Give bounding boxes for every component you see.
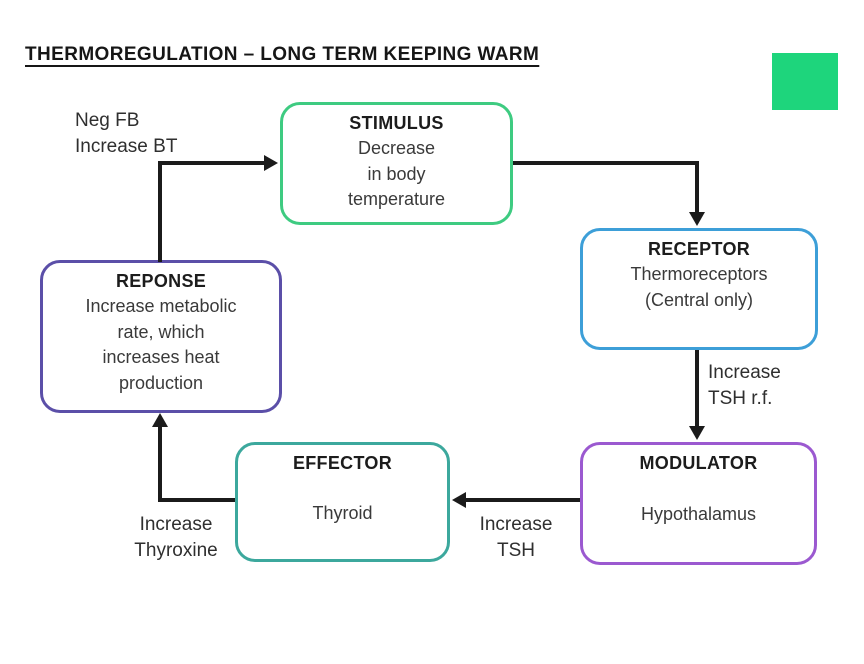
arrow-segment xyxy=(695,161,699,212)
increase-tsh-label: Increase TSH xyxy=(479,514,553,561)
effector-box-body: Thyroid xyxy=(312,502,373,523)
effector-box-title: EFFECTOR xyxy=(292,453,393,473)
neg-feedback-label: Neg FB Increase BT xyxy=(75,110,178,157)
arrowhead-right-icon xyxy=(264,155,278,171)
response-box-body: Increase metabolic rate, which increases… xyxy=(85,296,237,393)
increase-thyroxine-label: Increase Thyroxine xyxy=(134,514,218,561)
green-square-decoration xyxy=(772,53,838,110)
stimulus-box-body: Decrease in body temperature xyxy=(347,138,446,210)
response-box: REPONSE Increase metabolic rate, which i… xyxy=(40,260,282,413)
modulator-box: MODULATOR Hypothalamus xyxy=(580,442,817,565)
arrowhead-left-icon xyxy=(452,492,466,508)
arrow-segment xyxy=(158,498,235,502)
stimulus-box: STIMULUS Decrease in body temperature xyxy=(280,102,513,225)
arrow-segment xyxy=(158,427,162,502)
increase-tsh-rf-label: Increase TSH r.f. xyxy=(708,362,781,409)
arrowhead-up-icon xyxy=(152,413,168,427)
receptor-box: RECEPTOR Thermoreceptors (Central only) xyxy=(580,228,818,350)
arrow-segment xyxy=(466,498,580,502)
arrow-segment xyxy=(158,161,265,165)
response-box-title: REPONSE xyxy=(115,271,207,291)
arrow-segment xyxy=(695,350,699,426)
page-title: THERMOREGULATION – LONG TERM KEEPING WAR… xyxy=(25,44,540,65)
receptor-box-title: RECEPTOR xyxy=(647,239,751,259)
arrow-segment xyxy=(513,161,699,165)
effector-box: EFFECTOR Thyroid xyxy=(235,442,450,562)
stimulus-box-title: STIMULUS xyxy=(349,113,444,133)
arrowhead-down-icon xyxy=(689,426,705,440)
modulator-box-body: Hypothalamus xyxy=(640,504,757,525)
arrowhead-down-icon xyxy=(689,212,705,226)
modulator-box-title: MODULATOR xyxy=(639,453,758,473)
arrow-segment xyxy=(158,163,162,262)
receptor-box-body: Thermoreceptors (Central only) xyxy=(630,264,768,310)
